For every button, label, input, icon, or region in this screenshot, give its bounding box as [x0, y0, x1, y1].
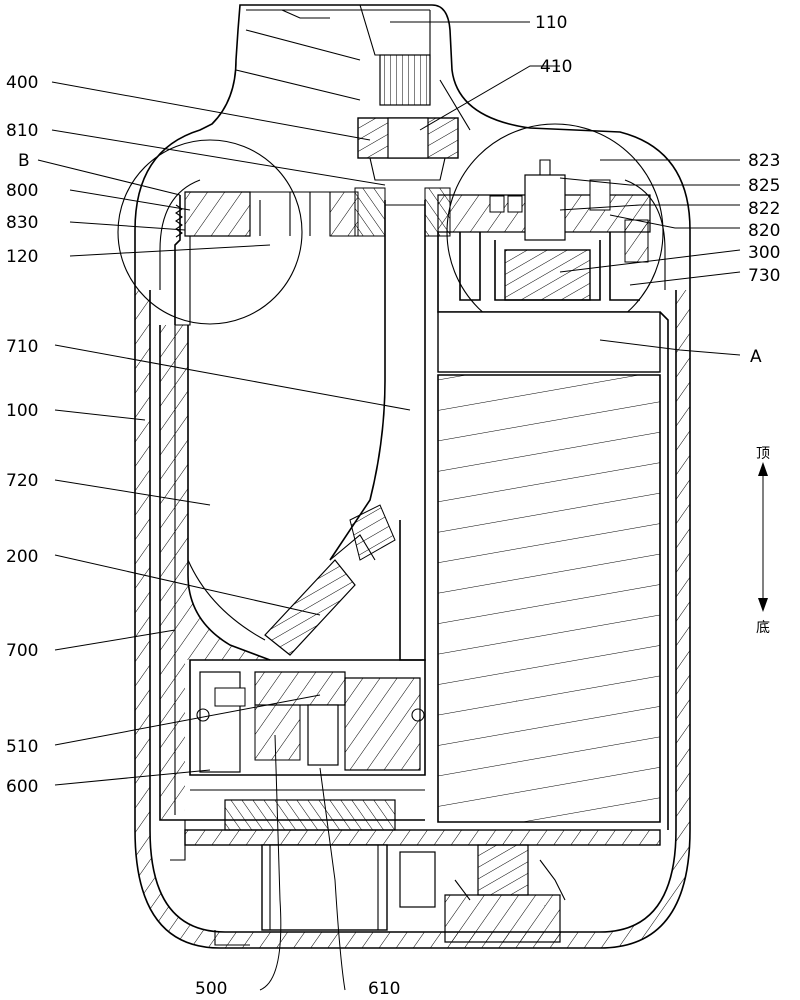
label-120: 120	[6, 247, 38, 267]
label-410: 410	[540, 57, 572, 77]
top-cap	[235, 4, 471, 131]
outer-shell	[134, 4, 691, 949]
left-upper-block	[174, 191, 359, 326]
label-110: 110	[535, 13, 567, 33]
label-710: 710	[6, 337, 38, 357]
label-700: 700	[6, 641, 38, 661]
label-830: 830	[6, 213, 38, 233]
direction-top-label: 顶	[756, 446, 770, 462]
reference-labels: 110 410 400 810 B 800 830 120 823 825 82…	[6, 13, 780, 999]
label-823: 823	[748, 151, 780, 171]
label-825: 825	[748, 176, 780, 196]
nut-assembly	[357, 117, 459, 181]
label-B: B	[18, 151, 30, 171]
label-A: A	[750, 347, 762, 367]
leader-lines	[37, 21, 741, 991]
right-cartridge	[437, 311, 669, 830]
label-510: 510	[6, 737, 38, 757]
label-730: 730	[748, 266, 780, 286]
label-800: 800	[6, 181, 38, 201]
label-610: 610	[368, 979, 400, 999]
base-plate	[170, 819, 661, 946]
label-720: 720	[6, 471, 38, 491]
label-300: 300	[748, 243, 780, 263]
label-200: 200	[6, 547, 38, 567]
label-810: 810	[6, 121, 38, 141]
label-822: 822	[748, 199, 780, 219]
central-shaft	[264, 187, 451, 661]
left-chamber	[187, 559, 266, 641]
label-100: 100	[6, 401, 38, 421]
lower-module	[189, 659, 426, 831]
label-500: 500	[195, 979, 227, 999]
label-820: 820	[748, 221, 780, 241]
label-400: 400	[6, 73, 38, 93]
label-600: 600	[6, 777, 38, 797]
direction-bottom-label: 底	[756, 620, 770, 636]
right-upper-assembly	[437, 159, 651, 313]
direction-arrow: 顶 底	[756, 446, 770, 636]
